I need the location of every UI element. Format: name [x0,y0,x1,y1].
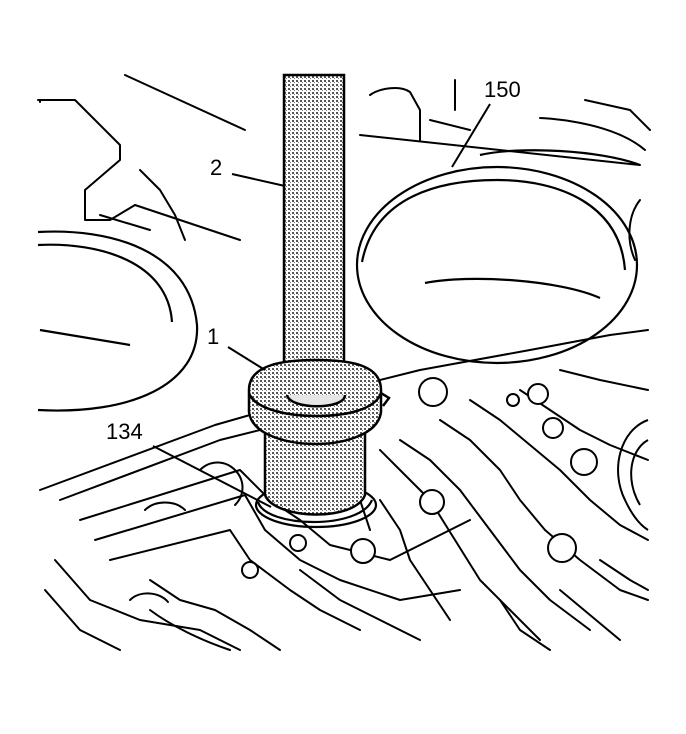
leader-134 [152,445,272,508]
bore-left [37,230,199,412]
tool-head [247,358,391,516]
leader-1 [227,346,266,371]
leader-2 [231,173,286,187]
callout-1: 1 [207,324,220,349]
callout-150: 150 [484,77,521,102]
callout-2: 2 [210,155,223,180]
plate-holes [241,377,598,579]
bore-150 [355,149,641,365]
callout-134: 134 [106,419,143,444]
tool-handle [282,73,346,397]
bore-right-edge [617,419,649,531]
case-outline [37,74,651,261]
leader-150 [451,103,491,168]
leader-lines [152,103,491,508]
